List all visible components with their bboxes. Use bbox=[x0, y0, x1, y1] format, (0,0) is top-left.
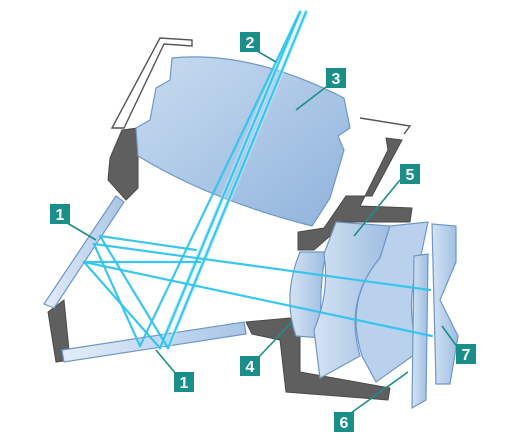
lens-6 bbox=[411, 253, 429, 410]
callout-2: 2 bbox=[240, 32, 260, 52]
ray-incoming-1 bbox=[158, 10, 302, 350]
svg-text:2: 2 bbox=[246, 35, 255, 52]
lens-3-objective bbox=[135, 56, 351, 227]
ray-incoming-2 bbox=[166, 10, 308, 350]
svg-text:5: 5 bbox=[406, 167, 415, 184]
callout-6: 6 bbox=[334, 412, 354, 432]
ray-out-bottom bbox=[82, 260, 434, 338]
ray-out-top bbox=[92, 242, 432, 292]
svg-text:1: 1 bbox=[56, 207, 65, 224]
svg-text:4: 4 bbox=[246, 359, 255, 376]
callout-1-left: 1 bbox=[50, 204, 70, 224]
housing-top-right-edge bbox=[359, 117, 412, 135]
svg-text:7: 7 bbox=[462, 347, 471, 364]
lens-7 bbox=[431, 223, 459, 385]
ray-incoming-3 bbox=[138, 10, 302, 348]
callout-5: 5 bbox=[400, 164, 420, 184]
callout-7: 7 bbox=[456, 344, 476, 364]
callout-3: 3 bbox=[326, 68, 346, 88]
housing-top-bracket bbox=[110, 37, 193, 129]
mirror-1-left bbox=[43, 195, 125, 309]
light-rays bbox=[82, 9, 434, 351]
housing-left-upper bbox=[107, 127, 139, 201]
ray-reflect-2 bbox=[92, 242, 142, 348]
leader-lines bbox=[61, 47, 459, 419]
svg-text:3: 3 bbox=[332, 71, 341, 88]
ray-cross-1 bbox=[98, 234, 198, 252]
svg-text:1: 1 bbox=[180, 375, 189, 392]
svg-text:6: 6 bbox=[340, 415, 349, 432]
callout-1-bottom: 1 bbox=[174, 372, 194, 392]
callout-4: 4 bbox=[240, 356, 260, 376]
ray-reflect-3 bbox=[98, 234, 170, 350]
